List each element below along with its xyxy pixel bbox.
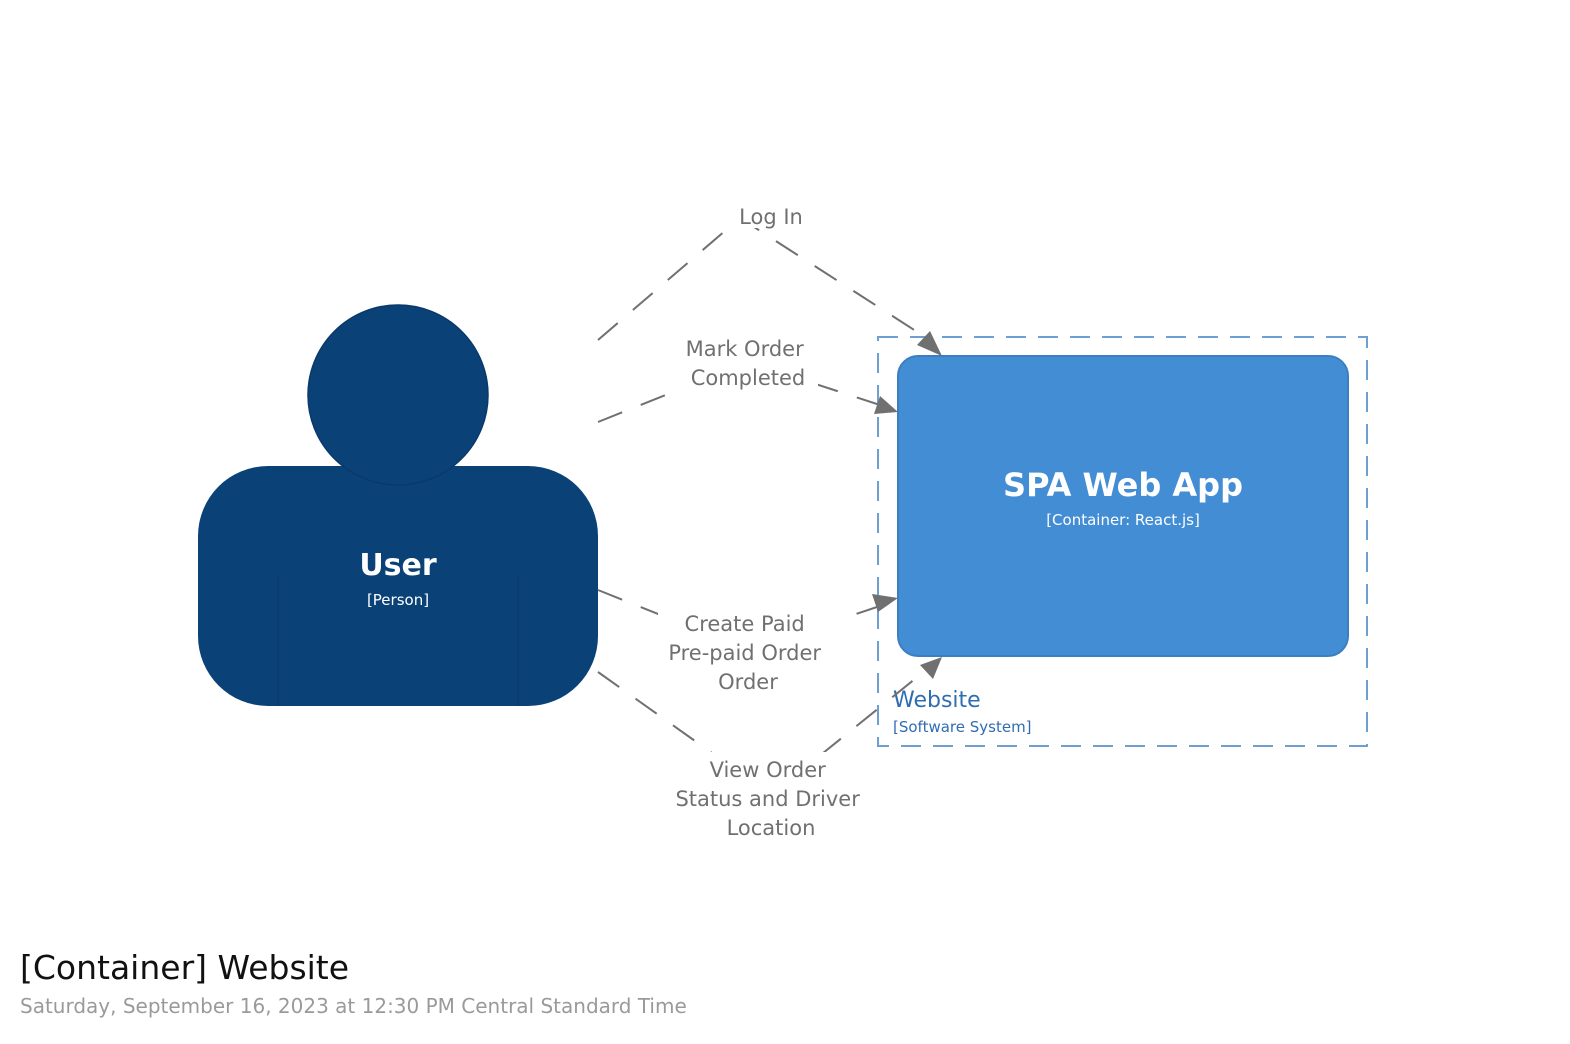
person-body xyxy=(198,466,598,706)
edge-label-line: Log In xyxy=(739,205,803,229)
edge-label-bg xyxy=(668,752,874,842)
edge-label: Mark Order Completed xyxy=(686,337,811,390)
container-title: SPA Web App xyxy=(1003,466,1243,504)
edge-label-bg xyxy=(680,333,818,393)
person-user[interactable]: User [Person] xyxy=(198,304,598,706)
diagram-timestamp: Saturday, September 16, 2023 at 12:30 PM… xyxy=(20,994,687,1018)
edge-label-line: Completed xyxy=(691,366,806,390)
person-name: User xyxy=(359,548,437,583)
edge-label-line: Pre-paid Order xyxy=(668,641,821,665)
relationship-mark-order-completed[interactable]: Mark Order Completed xyxy=(597,333,898,423)
container-type: [Container: React.js] xyxy=(1046,511,1200,529)
edge-line xyxy=(597,216,923,341)
edge-line xyxy=(597,669,927,797)
boundary-title: Website xyxy=(893,688,981,713)
edge-label-line: Create Paid xyxy=(685,612,805,636)
container-box xyxy=(897,355,1349,657)
edge-arrowhead xyxy=(874,396,898,414)
person-type: [Person] xyxy=(367,591,429,609)
edge-arrowhead xyxy=(872,594,898,612)
relationship-create-paid-order[interactable]: Create Paid Pre-paid Order Order xyxy=(597,589,898,697)
edge-label-line: Order xyxy=(718,670,778,694)
edge-label: View Order Status and Driver Location xyxy=(675,758,866,840)
relationship-log-in[interactable]: Log In xyxy=(597,200,942,356)
edge-label-line: Location xyxy=(727,816,816,840)
boundary-website[interactable]: Website [Software System] xyxy=(877,336,1368,747)
container-spa-web-app[interactable]: SPA Web App [Container: React.js] xyxy=(897,355,1349,657)
boundary-type: [Software System] xyxy=(893,718,1032,736)
edge-label-bg xyxy=(658,607,838,697)
edge-label-line: View Order xyxy=(710,758,827,782)
person-head xyxy=(307,304,489,486)
diagram-title: [Container] Website xyxy=(20,948,350,987)
relationship-view-order-status[interactable]: View Order Status and Driver Location xyxy=(597,657,942,842)
edge-label-bg xyxy=(730,200,810,228)
edge-label: Create Paid Pre-paid Order Order xyxy=(668,612,827,694)
edge-arrowhead xyxy=(920,657,942,679)
edge-label: Log In xyxy=(739,205,803,229)
edge-label-line: Mark Order xyxy=(686,337,805,361)
edge-label-line: Status and Driver xyxy=(675,787,860,811)
edge-arrowhead xyxy=(917,331,942,356)
